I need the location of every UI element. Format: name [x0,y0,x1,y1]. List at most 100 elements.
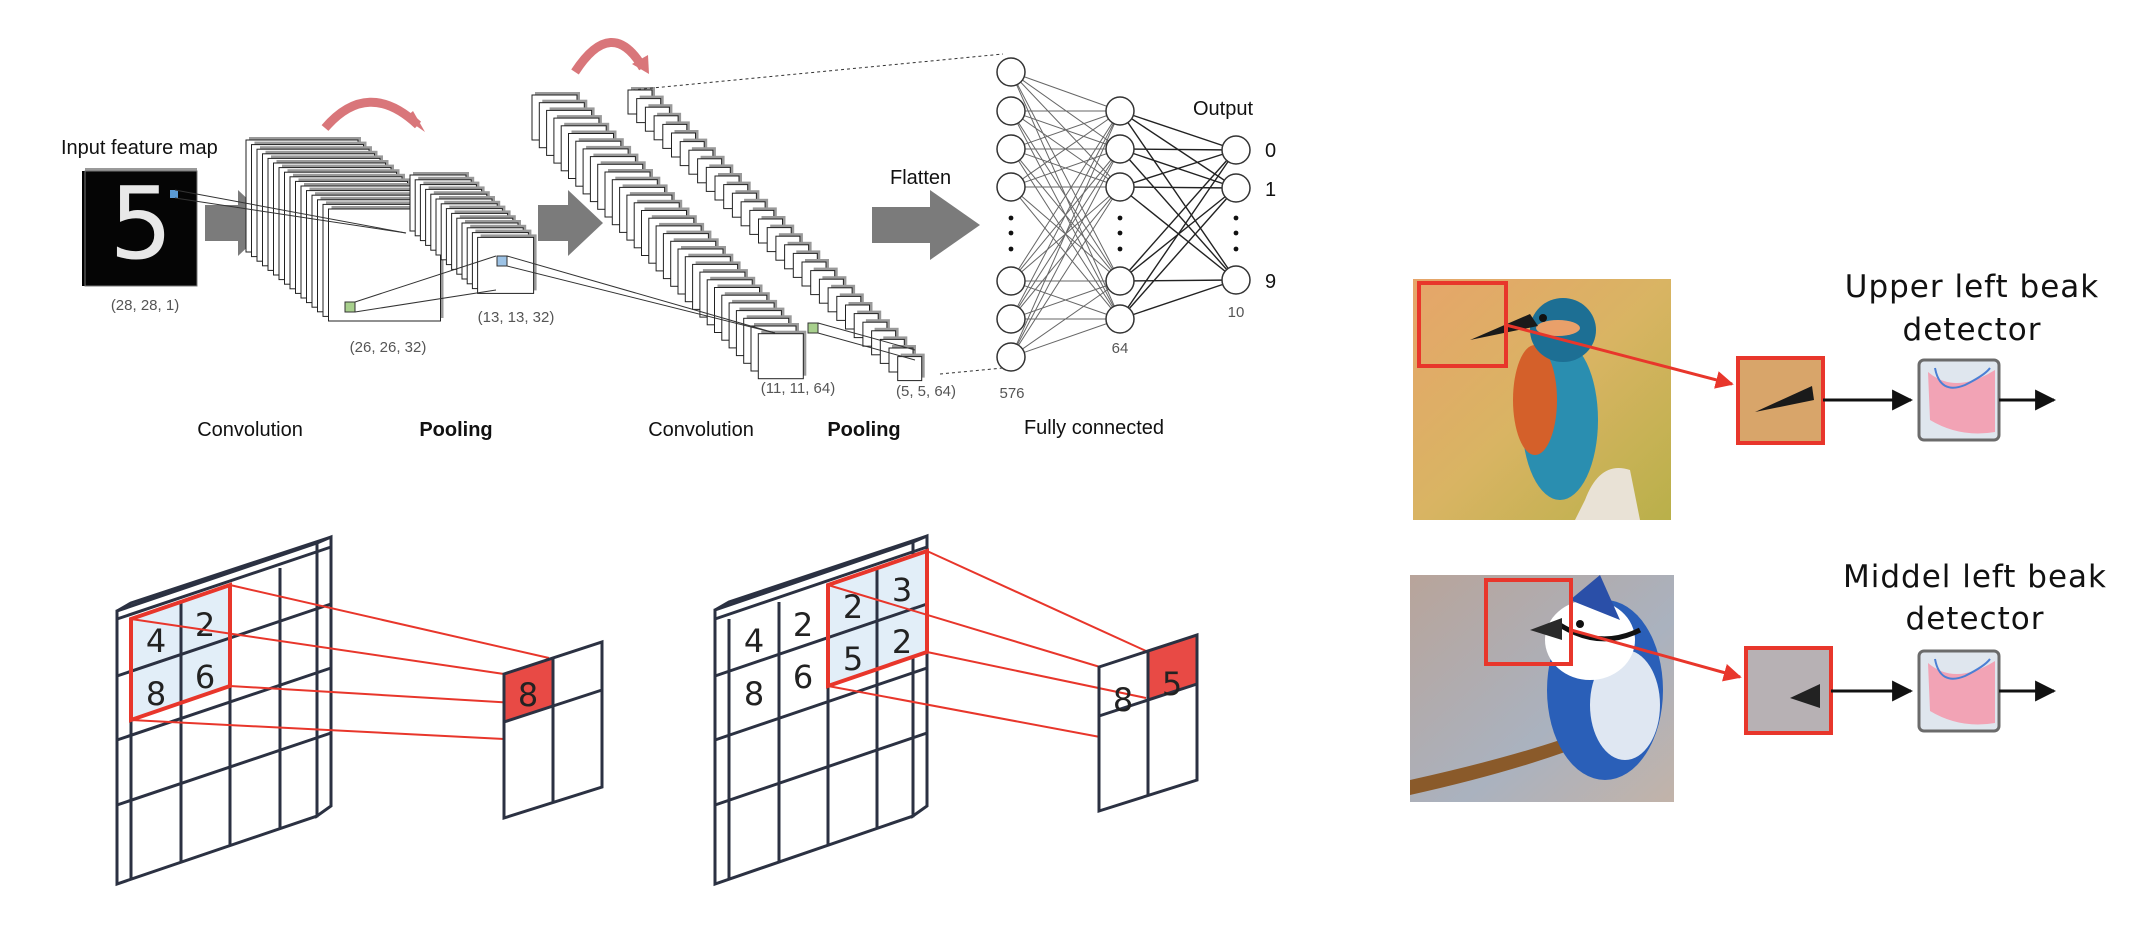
conv1-dim: (26, 26, 32) [350,339,427,356]
fc-edge [1119,110,1237,151]
stage-label-pool2: Pooling [827,419,900,441]
input-dim: (28, 28, 1) [111,297,179,314]
input-neuron [996,172,1026,202]
fc-edge [1010,110,1121,150]
fc-edge [1010,110,1121,188]
flatten-arrow [872,190,980,260]
hidden-neuron [1105,304,1135,334]
fc-edge [1010,280,1121,320]
fc-edge [1010,71,1121,112]
bluejay-image [1410,575,1674,802]
fc-edge [1010,110,1121,320]
stage-label-pool1: Pooling [419,419,492,441]
fc-edge [1119,279,1237,320]
pool2-feature-maps [627,87,925,382]
output-neuron [1221,173,1251,203]
fc-edge [1119,149,1237,282]
hidden-neuron [1105,266,1135,296]
fc-edge [1119,187,1237,320]
conv2-dim: (11, 11, 64) [761,380,836,397]
pool1-feature-maps [409,172,537,294]
fc-edge [1119,279,1237,282]
fc-edge [1119,148,1237,151]
conv2-rotate-arrow [571,38,647,75]
input-label: Input feature map [61,137,218,159]
detector-title: detector [1906,601,2045,637]
fc-edge [1119,149,1237,320]
output-label: Output [1193,98,1253,120]
output-neuron [1221,135,1251,165]
cell-value: 2 [892,623,912,661]
detector-filter-icon [1917,649,2001,733]
pool-output: 8 [518,676,538,714]
cell-value: 4 [146,622,166,660]
fc-ellipsis [1008,215,1239,252]
fc-nodes [996,57,1251,372]
output-neuron [1221,265,1251,295]
fc-edge [1119,186,1237,189]
fc-hidden-count: 64 [1112,340,1129,357]
input-neuron [996,134,1026,164]
cnn-pipeline: 5 Input feature map (28, 28, 1) [61,38,1276,441]
output-node-label: 0 [1265,140,1276,162]
cell-value: 8 [744,675,764,713]
pool-output: 5 [1162,665,1182,703]
conv2-map [757,333,804,380]
receptive-field-lines [174,53,1004,375]
fc-edge [1119,149,1237,188]
input-digit: 5 [109,165,173,282]
pool1-dim: (13, 13, 32) [478,309,555,326]
output-node-label: 9 [1265,271,1276,293]
fc-edge [1010,148,1121,188]
maxpool-example-right: 4 2 2 3 8 6 5 2 8 5 [713,533,1199,887]
cell-value: 8 [146,675,166,713]
fc-edge [1010,110,1121,358]
cell-value: 5 [843,640,863,678]
pipeline-arrow-2 [538,190,603,256]
conv1-feature-maps [245,137,444,322]
conv2-feature-maps [531,92,807,380]
input-neuron [996,57,1026,87]
cell-value: 2 [793,606,813,644]
cell-value: 4 [744,622,764,660]
pool-output: 8 [1113,681,1133,719]
fc-edge [1010,71,1121,282]
fc-edge [1010,110,1121,282]
kingfisher-image [1413,279,1671,520]
hidden-neuron [1105,172,1135,202]
beak-detector-upper: Upper left beak detector [1413,269,2099,520]
cell-value: 2 [195,606,215,644]
detector-filter-icon [1917,358,2001,442]
detector-title: detector [1903,312,2042,348]
detector-title: Upper left beak [1845,269,2099,305]
fc-edge [1010,280,1121,358]
input-neuron [996,304,1026,334]
cell-value: 6 [793,658,813,696]
pool2-map [897,356,923,382]
maxpool-example-left: 4 2 8 6 8 [115,534,604,887]
output-node-label: 1 [1265,179,1276,201]
fc-edge [1119,110,1237,281]
input-neuron [996,96,1026,126]
hidden-neuron [1105,134,1135,164]
stage-label-fc: Fully connected [1024,417,1164,439]
stage-label-conv1: Convolution [197,419,303,441]
cell-value: 2 [843,588,863,626]
input-neuron [996,266,1026,296]
input-feature-map: 5 [82,165,198,287]
conv1-rotate-arrow [321,97,422,132]
fc-edge [1010,148,1121,358]
flatten-label: Flatten [890,167,951,189]
fc-connections [1010,71,1237,358]
cell-value: 6 [195,658,215,696]
input-neuron [996,342,1026,372]
fc-edge [1010,318,1121,358]
fc-edge [1010,186,1121,358]
output-count: 10 [1228,304,1245,321]
cell-value: 3 [892,571,912,609]
stage-label-conv2: Convolution [648,419,754,441]
pool2-dim: (5, 5, 64) [896,383,956,400]
fc-input-count: 576 [999,385,1024,402]
detector-title: Middel left beak [1843,559,2107,595]
